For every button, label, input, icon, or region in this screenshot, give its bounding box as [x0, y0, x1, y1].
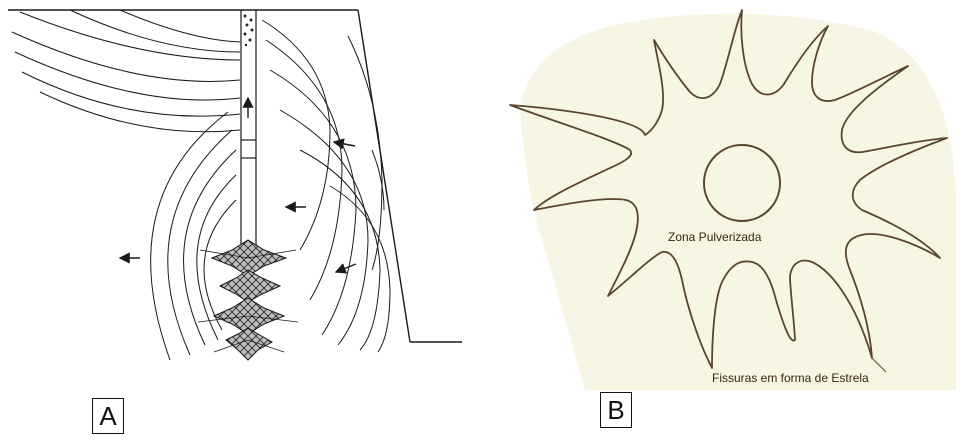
blasthole — [241, 10, 256, 250]
panel-label-a: A — [92, 398, 124, 434]
panel-label-b: B — [600, 392, 632, 428]
left-stress-arcs — [151, 112, 236, 360]
pulverized-zone-label: Zona Pulverizada — [668, 230, 761, 244]
upper-stress-arcs — [12, 10, 240, 132]
stemming — [244, 15, 254, 47]
star-cracks-label: Fissuras em forma de Estrela — [712, 371, 869, 385]
diagram-a-blast-section — [0, 0, 470, 443]
right-stress-arcs — [262, 20, 390, 352]
